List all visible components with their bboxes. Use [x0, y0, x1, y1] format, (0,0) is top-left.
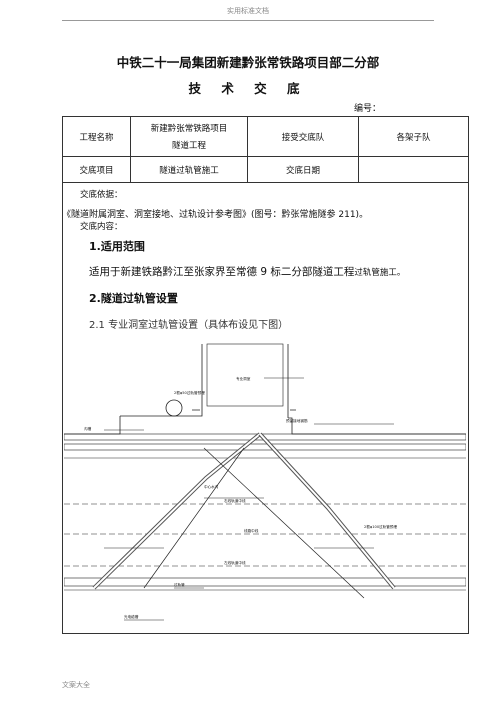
section-1-text-main: 适用于新建铁路黔江至张家界至常德 9 标二分部隧道工程 [89, 266, 355, 278]
pipe-layout-diagram: 专业洞室 2根φ50过轨管预埋 预留接地钢筋 2根φ100过轨管预埋 沟槽 中心… [64, 343, 466, 621]
item-label: 交底项目 [62, 156, 131, 183]
diagram-label-left-track: 左线轨道中线 [224, 560, 246, 565]
project-value-line1: 新建黔张常铁路项目 [150, 124, 228, 134]
header-divider [62, 20, 434, 21]
diagram-label-trench: 沟槽 [84, 426, 92, 431]
diagram-label-50-pipe: 2根φ50过轨管预埋 [174, 390, 205, 395]
project-value: 新建黔张常铁路项目 隧道工程 [130, 116, 248, 157]
page-header-watermark: 实用标准文档 [227, 7, 269, 15]
diagram-label-center-drain: 中心水沟 [204, 484, 219, 489]
section-1-heading: 1.适用范围 [89, 240, 145, 253]
section-1-text-tail: 过轨管施工。 [354, 268, 406, 278]
team-label: 接受交底队 [247, 116, 359, 157]
content-box [62, 182, 469, 634]
diagram-label-grounding: 预留接地钢筋 [286, 418, 308, 423]
diagram-label-100-pipe: 2根φ100过轨管预埋 [364, 524, 397, 529]
item-value: 隧道过轨管施工 [130, 156, 248, 183]
document-subtitle: 技 术 交 底 [188, 81, 308, 96]
info-table: 工程名称 新建黔张常铁路项目 隧道工程 接受交底队 各架子队 交底项目 隧道过轨… [62, 116, 469, 183]
diagram-label-cable-trough: 光电缆槽 [124, 614, 139, 619]
page-footer: 文案大全 [62, 681, 90, 689]
diagram-label-niche: 专业洞室 [236, 376, 251, 381]
diagram-label-route-center: 线路中线 [244, 528, 259, 533]
date-value [358, 156, 469, 183]
basis-text: 《隧道附属洞室、洞室接地、过轨设计参考图》(图号：黔张常施隧参 211)。 [62, 210, 369, 220]
section-2-heading: 2.隧道过轨管设置 [89, 292, 178, 305]
content-label: 交底内容： [80, 222, 123, 232]
team-value: 各架子队 [358, 116, 469, 157]
diagram-label-right-track: 右线轨道中线 [224, 498, 246, 503]
project-label: 工程名称 [62, 116, 131, 157]
date-label: 交底日期 [247, 156, 359, 183]
project-value-line2: 隧道工程 [171, 141, 206, 151]
section-2-1-text: 2.1 专业洞室过轨管设置（具体布设见下图） [89, 320, 289, 331]
basis-label: 交底依据： [80, 190, 123, 200]
document-title: 中铁二十一局集团新建黔张常铁路项目部二分部 [116, 55, 380, 70]
diagram-label-pipe: 过轨管 [174, 582, 185, 587]
serial-number-label: 编号： [354, 104, 382, 114]
section-1-text: 适用于新建铁路黔江至张家界至常德 9 标二分部隧道工程过轨管施工。 [89, 264, 405, 279]
